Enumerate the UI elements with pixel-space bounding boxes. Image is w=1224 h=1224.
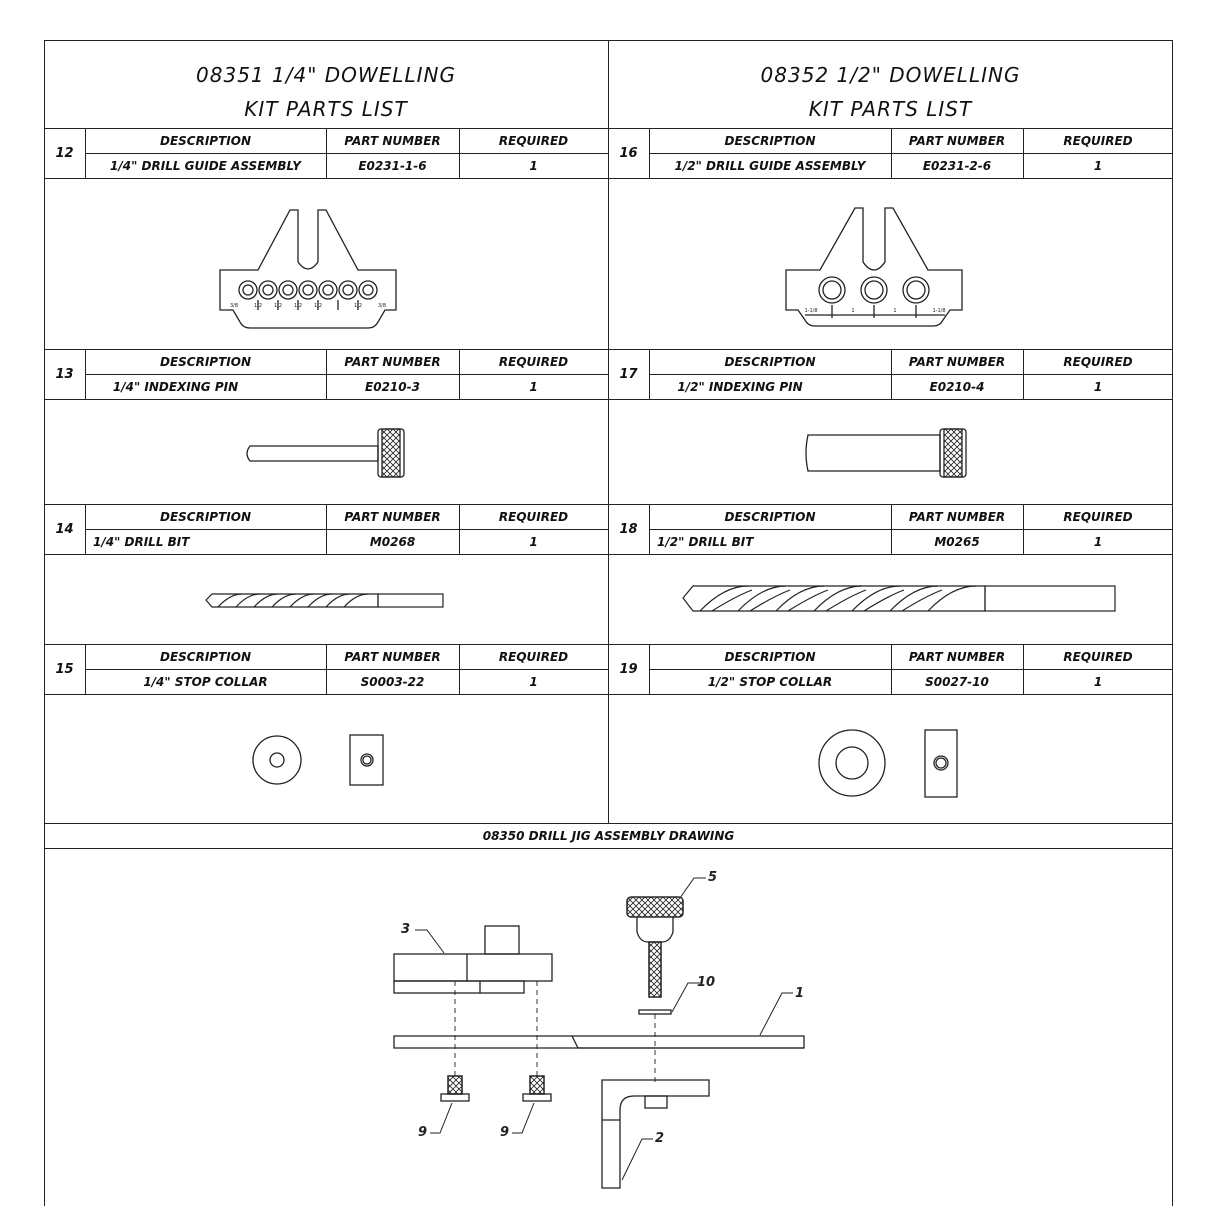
quarter-stop-collar-drawing [252,734,384,786]
part-number-header: PART NUMBER [344,354,441,369]
required-header: REQUIRED [1063,133,1133,148]
part-required: 1 [1093,158,1103,173]
guide-label: 1/2 [254,303,262,309]
callout-label: 5 [708,870,717,885]
right-title: 08352 1/2" DOWELLING KIT PARTS LIST [608,58,1173,126]
part-required: 1 [1093,534,1103,549]
part-number-header: PART NUMBER [344,509,441,524]
part-required: 1 [1093,674,1103,689]
part-number: M0268 [369,534,416,549]
item-number: 18 [619,521,638,537]
guide-label: 1/2 [314,303,322,309]
part-number: S0027-10 [925,674,989,689]
guide-label: 3/8 [378,303,386,309]
right-title-line2: KIT PARTS LIST [808,97,973,121]
item-number: 16 [619,145,638,161]
item-number: 14 [55,521,74,537]
part-description: 1/2" DRILL GUIDE ASSEMBLY [674,158,866,173]
item-number: 13 [55,366,74,382]
part-description: 1/4" STOP COLLAR [143,674,268,689]
part-number: E0231-2-6 [922,158,992,173]
part-number: M0265 [934,534,980,549]
guide-label: 1-1/8 [932,308,945,314]
description-header: DESCRIPTION [159,509,251,524]
description-header: DESCRIPTION [724,649,816,664]
callout-label: 9 [500,1125,509,1140]
required-header: REQUIRED [498,354,569,369]
callout-label: 10 [697,975,715,990]
part-description: 1/4" DRILL GUIDE ASSEMBLY [110,158,301,173]
assembly-drawing [393,896,805,1189]
part-number: E0210-4 [929,379,985,394]
part-description: 1/4" INDEXING PIN [112,379,239,394]
description-header: DESCRIPTION [159,354,251,369]
guide-label: 1 [893,308,896,314]
assembly-centerlines [454,981,656,1082]
callout-leaders [415,877,793,1181]
guide-label: 1/2 [294,303,302,309]
left-title-line2: KIT PARTS LIST [244,97,408,121]
part-description: 1/4" DRILL BIT [93,534,190,549]
description-header: DESCRIPTION [724,133,816,148]
part-description: 1/2" DRILL BIT [657,534,754,549]
guide-label: 1/2 [274,303,282,309]
required-header: REQUIRED [498,509,569,524]
part-number-header: PART NUMBER [344,133,441,148]
description-header: DESCRIPTION [159,133,251,148]
description-header: DESCRIPTION [724,509,816,524]
item-number: 15 [55,661,74,677]
part-number: E0231-1-6 [358,158,427,173]
assembly-caption: 08350 DRILL JIG ASSEMBLY DRAWING [482,828,735,843]
right-title-line1: 08352 1/2" DOWELLING [760,63,1021,87]
half-indexing-pin-drawing [805,428,967,478]
required-header: REQUIRED [1063,649,1133,664]
callout-label: 9 [418,1125,427,1140]
guide-label: 1-1/8 [804,308,817,314]
quarter-indexing-pin-drawing [246,428,405,478]
left-title: 08351 1/4" DOWELLING KIT PARTS LIST [44,58,608,126]
part-description: 1/2" STOP COLLAR [707,674,833,689]
description-header: DESCRIPTION [159,649,251,664]
callout-label: 1 [795,986,804,1001]
required-header: REQUIRED [1063,354,1133,369]
part-number: E0210-3 [365,379,420,394]
required-header: REQUIRED [498,649,569,664]
item-number: 19 [619,661,638,677]
part-required: 1 [1093,379,1103,394]
description-header: DESCRIPTION [724,354,816,369]
part-number-header: PART NUMBER [908,354,1006,369]
part-number-header: PART NUMBER [908,649,1006,664]
left-title-line1: 08351 1/4" DOWELLING [196,63,456,87]
part-required: 1 [529,534,538,549]
guide-label: 1 [851,308,854,314]
half-drill-guide-drawing [785,207,963,327]
part-required: 1 [529,674,538,689]
part-number: S0003-22 [360,674,425,689]
center-divider [608,40,609,823]
callout-label: 3 [401,922,410,937]
required-header: REQUIRED [498,133,569,148]
part-required: 1 [529,379,538,394]
guide-label: 3/8 [230,303,238,309]
callout-label: 2 [655,1131,664,1146]
part-required: 1 [529,158,538,173]
item-number: 12 [55,145,74,161]
half-stop-collar-drawing [818,729,958,798]
required-header: REQUIRED [1063,509,1133,524]
half-drill-bit-drawing [682,585,1116,612]
part-number-header: PART NUMBER [908,133,1006,148]
part-number-header: PART NUMBER [908,509,1006,524]
guide-label: 1/2 [354,303,362,309]
quarter-drill-guide-drawing [219,209,397,329]
quarter-drill-bit-drawing [205,593,444,608]
part-description: 1/2" INDEXING PIN [677,379,803,394]
part-number-header: PART NUMBER [344,649,441,664]
item-number: 17 [619,366,638,382]
